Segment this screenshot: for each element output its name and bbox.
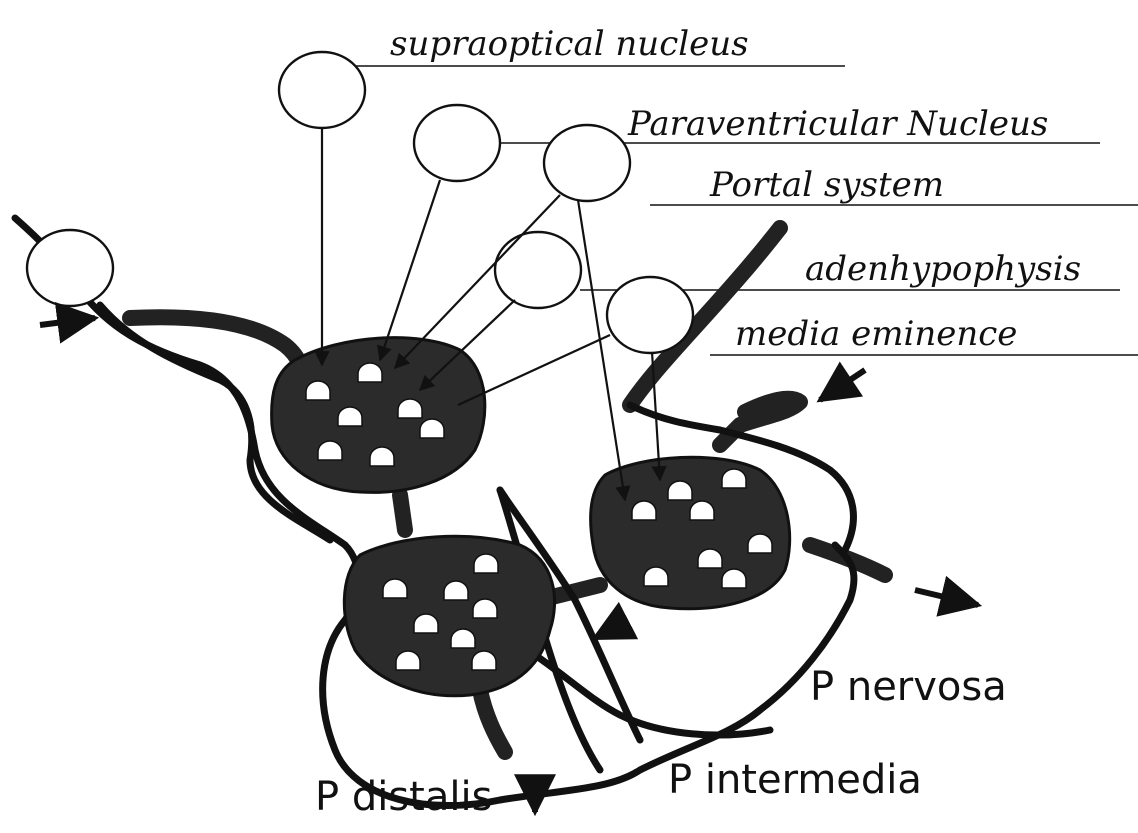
supraoptic-nucleus-circle [279, 52, 365, 128]
label-p-nervosa: P nervosa [810, 664, 1007, 710]
lobe-lower [344, 536, 554, 695]
median-eminence-nucleus-circle [607, 277, 693, 353]
vessel-lower [520, 645, 770, 735]
label-paraventricular: Paraventricular Nucleus [627, 104, 1048, 144]
left-nucleus-circle [27, 230, 113, 306]
adenohypophysis-nucleus-circle [495, 232, 581, 308]
paraventricular-nucleus-circle [414, 105, 500, 181]
axon-5 [458, 335, 610, 405]
intermedia-arrow [595, 625, 620, 638]
label-median-eminence: media eminence [735, 314, 1017, 354]
label-p-distalis: P distalis [315, 774, 492, 820]
portal-nucleus-circle [544, 125, 630, 201]
outflow-arrow [915, 590, 978, 605]
median-eminence-arrow [820, 370, 865, 400]
lobe-upper [272, 338, 485, 493]
axon-2 [380, 180, 440, 360]
axon-6 [578, 200, 625, 500]
nuclei [27, 52, 693, 353]
label-portal: Portal system [709, 165, 944, 205]
stalk-upper [400, 495, 405, 530]
label-supraoptical: supraoptical nucleus [390, 24, 749, 64]
lobe-right [591, 457, 790, 608]
bottom-stalk [480, 690, 505, 752]
label-p-intermedia: P intermedia [668, 757, 922, 803]
label-adenohypophysis: adenhypophysis [805, 249, 1081, 289]
inflow-arrow [40, 318, 95, 325]
